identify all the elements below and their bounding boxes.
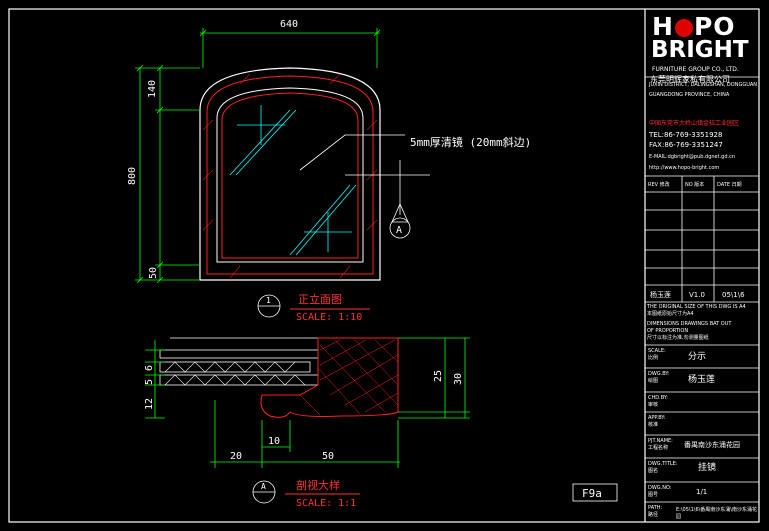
height-dimension-label: 800 — [127, 167, 138, 185]
date-label: DATE 日期 — [717, 182, 742, 188]
note-3-cn: 尺寸以标注为准,勿测量图纸 — [647, 335, 709, 341]
section-dim-5: 5 — [144, 379, 155, 385]
section-dim-12: 12 — [144, 398, 155, 410]
no-label: NO 版本 — [685, 182, 705, 188]
section-title-marker: A — [261, 482, 266, 491]
mirror-glass-red — [221, 92, 359, 259]
company-name-cn: 东莞明辉家私有限公司 — [650, 75, 730, 84]
section-marker-a: A — [396, 225, 402, 236]
chk-by-label-cn: 审核 — [648, 402, 659, 408]
elevation-title: 正立面图 — [298, 292, 342, 306]
section-detail: 5 6 12 25 30 10 20 50 A 剖视大样 SCALE: 1:1 — [144, 337, 470, 509]
scale-label: SCALE: — [648, 348, 666, 354]
sheet-code-box — [572, 483, 618, 502]
sheet-border — [8, 8, 760, 523]
rev-date: 05\1\6 — [722, 291, 745, 299]
project-label-cn: 工程名称 — [648, 445, 669, 451]
dwg-by-label: DWG.BY: — [648, 371, 670, 377]
elevation-marker: 1 — [266, 296, 271, 305]
app-by-label-cn: 核准 — [648, 422, 659, 428]
note-1: THE ORIGINAL SIZE OF THIS DWG IS A4 — [647, 304, 746, 310]
section-dim-10: 10 — [268, 436, 280, 447]
mirror-frame-red — [206, 75, 374, 275]
path-value: E:\05\1\6\番禺南沙东涌\南沙东涌花园 — [676, 507, 757, 520]
arch-dimension-label: 140 — [147, 80, 158, 98]
rev-name: 杨玉莲 — [650, 291, 671, 299]
section-dim-50: 50 — [322, 451, 334, 462]
scale-value: 分示 — [688, 352, 707, 362]
callout-leader — [299, 134, 405, 171]
chk-by-label: CHD.BY: — [648, 395, 668, 401]
section-dim-20: 20 — [230, 451, 242, 462]
sheet-code: F9a — [582, 487, 602, 500]
project-value: 番禺南沙东涌花园 — [684, 441, 740, 449]
note-3: OF PROPORTION — [647, 328, 689, 334]
path-label-cn: 路径 — [648, 512, 659, 518]
path-label: PATH: — [648, 505, 663, 511]
address-en-1: JUXIN DISTRICT, DALINGSHAN, DONGGUAN — [649, 82, 758, 88]
dwg-no-label: DWG.NO: — [648, 485, 672, 491]
dwg-by-value: 杨玉莲 — [688, 375, 716, 385]
dwg-no-label-cn: 图号 — [648, 492, 659, 498]
address-cn: 中国东莞市大岭山镇金桔工业园区 — [649, 120, 740, 127]
scale-label-cn: 比例 — [648, 355, 659, 361]
email: E-MAIL:dgbright@pub.dgnet.gd.cn — [649, 154, 736, 160]
top-dimension-label: 640 — [280, 19, 298, 30]
fax: FAX:86-769-3351247 — [649, 141, 723, 149]
project-label: PJT.NAME: — [648, 438, 673, 444]
app-by-label: APP.BY: — [648, 415, 666, 421]
elevation-view: 640 800 140 50 5mm厚清镜 (20mm斜边) A 1 正立面图 … — [127, 19, 531, 323]
dwg-by-label-cn: 绘图 — [648, 378, 659, 384]
company-name-en: FURNITURE GROUP CO., LTD. — [652, 66, 739, 73]
section-title: 剖视大样 — [296, 478, 340, 492]
dwg-title-label: DWG.TITLE: — [648, 461, 678, 467]
mirror-outer-frame — [199, 67, 381, 281]
note-2: DIMENSIONS DRAWINGS BAT OUT — [647, 321, 732, 327]
website: http://www.hopo-bright.com — [649, 165, 720, 171]
section-dim-30: 30 — [453, 373, 464, 385]
section-scale: SCALE: 1:1 — [296, 498, 356, 509]
bottom-frame-dimension-label: 50 — [148, 267, 159, 279]
callout-text: 5mm厚清镜 (20mm斜边) — [410, 135, 531, 149]
tel: TEL:86-769-3351928 — [649, 131, 723, 139]
rev-label: REV 修改 — [648, 182, 670, 188]
frame-profile — [260, 337, 399, 418]
dwg-title-value: 挂镜 — [698, 463, 717, 473]
company-logo-bottom: BRIGHT — [651, 37, 749, 63]
dwg-no-value: 1/1 — [696, 488, 708, 496]
mirror-inner-frame — [216, 87, 364, 263]
glass-reflection-marks — [229, 105, 357, 256]
section-dim-6: 6 — [144, 365, 155, 371]
dwg-title-label-cn: 图名 — [648, 468, 659, 474]
rev-version: V1.0 — [689, 291, 705, 299]
elevation-scale: SCALE: 1:10 — [296, 312, 362, 323]
note-1-cn: 本图纸原始尺寸为A4 — [647, 311, 694, 317]
address-en-2: GUANGDONG PROVINCE, CHINA — [649, 92, 730, 98]
section-dim-25: 25 — [433, 370, 444, 382]
